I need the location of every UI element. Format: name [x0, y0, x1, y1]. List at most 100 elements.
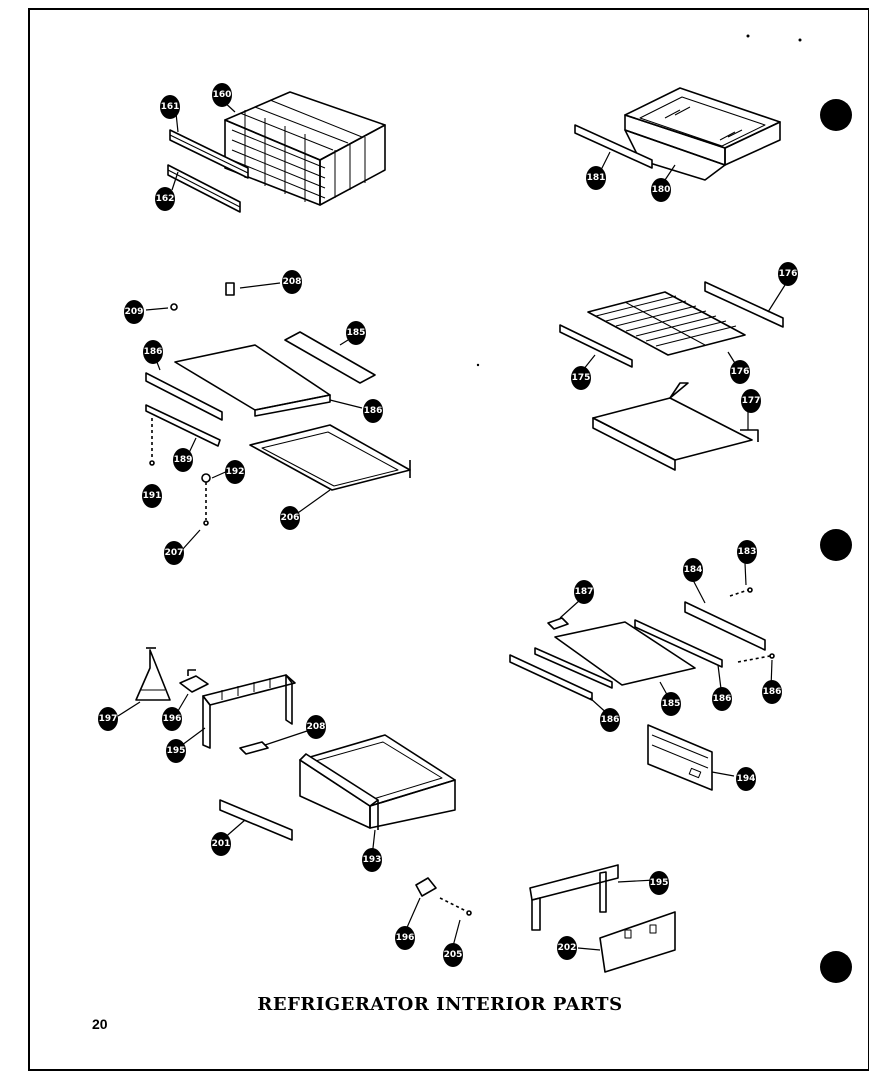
- callout-number: 195: [650, 878, 669, 888]
- screw-left: [170, 303, 178, 311]
- callout-201: 201: [211, 832, 231, 856]
- callout-187: 187: [574, 580, 594, 604]
- basket-rail-upper: [169, 129, 249, 179]
- callout-number: 195: [167, 746, 186, 756]
- basket-rail-lower: [167, 164, 241, 213]
- callout-number: 196: [396, 933, 415, 943]
- callout-number: 176: [731, 367, 750, 377]
- callout-186: 186: [762, 680, 782, 704]
- shelf-screws: [149, 418, 211, 526]
- callout-185: 185: [346, 321, 366, 345]
- wire-shelf-rail-right: [704, 281, 784, 328]
- callout-number: 191: [143, 491, 162, 501]
- small-latch: [547, 617, 569, 630]
- callout-number: 160: [213, 90, 232, 100]
- callout-185: 185: [661, 692, 681, 716]
- lower-glass-shelf: [554, 621, 696, 686]
- callout-number: 177: [742, 396, 761, 406]
- callout-186: 186: [712, 687, 732, 711]
- callout-number: 205: [444, 950, 463, 960]
- callout-209: 209: [124, 300, 144, 324]
- callout-number: 186: [144, 347, 163, 357]
- callout-176: 176: [730, 360, 750, 384]
- callout-number: 197: [99, 714, 118, 724]
- small-bracket: [179, 669, 209, 693]
- callout-number: 186: [713, 694, 732, 704]
- callout-184: 184: [683, 558, 703, 582]
- bottom-bracket: [529, 864, 619, 931]
- page-number: 20: [92, 1016, 108, 1032]
- meat-drawer: [299, 734, 456, 830]
- lower-shelf-rail: [684, 601, 766, 651]
- callout-number: 194: [737, 774, 756, 784]
- callout-labels: 161 162 160 181 180 208 209 185 186 186 189 191 192 2…: [98, 83, 798, 967]
- callout-208: 208: [306, 715, 326, 739]
- callout-208: 208: [282, 270, 302, 294]
- callout-number: 209: [125, 307, 144, 317]
- wire-basket: [224, 91, 386, 206]
- callout-160: 160: [212, 83, 232, 107]
- callout-number: 208: [307, 722, 326, 732]
- shelf-trim-front: [145, 372, 223, 421]
- callout-number: 183: [738, 547, 757, 557]
- callout-176: 176: [778, 262, 798, 286]
- callout-186: 186: [143, 340, 163, 364]
- crisper-rail: [574, 124, 653, 169]
- callout-193: 193: [362, 848, 382, 872]
- shelf-trim-lower: [145, 404, 221, 447]
- callout-number: 180: [652, 185, 671, 195]
- callout-number: 176: [779, 269, 798, 279]
- glass-shelf: [174, 344, 331, 417]
- callout-183: 183: [737, 540, 757, 564]
- wire-shelf-rail-left: [559, 324, 633, 368]
- callout-number: 201: [212, 839, 231, 849]
- callout-number: 181: [587, 173, 606, 183]
- callout-202: 202: [557, 936, 577, 960]
- callout-number: 186: [364, 406, 383, 416]
- callout-number: 189: [174, 455, 193, 465]
- front-panel: [647, 724, 713, 791]
- page-border: [28, 8, 869, 1071]
- callout-195: 195: [649, 871, 669, 895]
- drawer-clip: [239, 741, 269, 755]
- drawer-cover-frame: [202, 674, 296, 749]
- callout-number: 208: [283, 277, 302, 287]
- shelf-frame: [249, 424, 411, 491]
- callout-number: 196: [163, 714, 182, 724]
- callout-194: 194: [736, 767, 756, 791]
- callout-number: 193: [363, 855, 382, 865]
- callout-175: 175: [571, 366, 591, 390]
- callout-197: 197: [98, 707, 118, 731]
- plastic-shelf: [592, 382, 759, 471]
- shelf-trim-back: [284, 331, 376, 384]
- callout-186: 186: [600, 708, 620, 732]
- callout-207: 207: [164, 541, 184, 565]
- callout-196: 196: [395, 926, 415, 950]
- callout-206: 206: [280, 506, 300, 530]
- callout-number: 185: [347, 328, 366, 338]
- lower-shelf-trim-mid: [534, 647, 613, 689]
- rail-screws: [729, 587, 775, 663]
- callout-number: 192: [226, 467, 245, 477]
- callout-186: 186: [363, 399, 383, 423]
- egg-tray-arm: [135, 647, 171, 701]
- callout-number: 185: [662, 699, 681, 709]
- drawer-rail: [219, 799, 293, 841]
- callout-number: 175: [572, 373, 591, 383]
- callout-177: 177: [741, 389, 761, 413]
- screw-top: [225, 282, 235, 296]
- callout-205: 205: [443, 943, 463, 967]
- callout-189: 189: [173, 448, 193, 472]
- callout-number: 186: [601, 715, 620, 725]
- callout-number: 207: [165, 548, 184, 558]
- callout-191: 191: [142, 484, 162, 508]
- callout-192: 192: [225, 460, 245, 484]
- lower-shelf-trim-back: [634, 619, 723, 668]
- callout-162: 162: [155, 187, 175, 211]
- callout-number: 161: [161, 102, 180, 112]
- wire-shelf: [587, 291, 746, 356]
- registration-dots: [476, 34, 852, 983]
- callout-number: 186: [763, 687, 782, 697]
